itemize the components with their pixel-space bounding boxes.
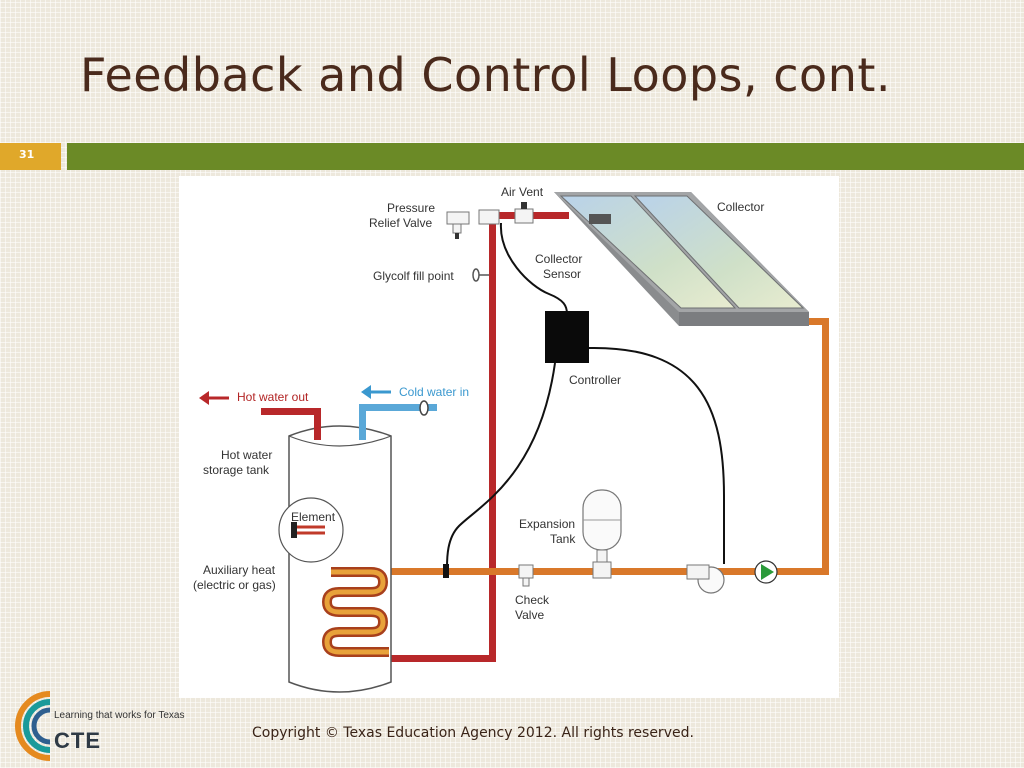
auxiliary-heat-label-1: Auxiliary heat: [203, 563, 276, 577]
slide-number: 31: [0, 143, 61, 170]
cold-water-in-arrow: [361, 385, 391, 399]
check-valve-label-2: Valve: [515, 608, 544, 622]
pressure-relief-label-1: Pressure: [387, 201, 435, 215]
pressure-relief-label-2: Relief Valve: [369, 216, 432, 230]
slide-title: Feedback and Control Loops, cont.: [80, 48, 892, 102]
expansion-tank-label-2: Tank: [550, 532, 576, 546]
cold-water-in-label: Cold water in: [399, 385, 469, 399]
check-valve: [518, 564, 534, 587]
collector-panel: [554, 192, 809, 326]
copyright-footer: Copyright © Texas Education Agency 2012.…: [252, 725, 694, 741]
storage-tank-label-2: storage tank: [203, 463, 270, 477]
pump-icon: [754, 560, 778, 584]
hot-water-out-arrow: [199, 391, 229, 405]
cold-water-in-pipe: [359, 400, 437, 440]
tank-sensor: [443, 564, 449, 578]
hot-water-out-pipe: [261, 408, 321, 440]
collector-label: Collector: [717, 200, 764, 214]
return-pipe: [331, 318, 829, 575]
check-valve-label-1: Check: [515, 593, 550, 607]
collector-sensor-label-1: Collector: [535, 252, 582, 266]
expansion-tank: [582, 489, 622, 579]
solar-water-heater-diagram: Air Vent Pressure Relief Valve Collector…: [179, 176, 839, 698]
pump-housing: [686, 564, 725, 594]
tank-sensor-wire: [446, 362, 556, 569]
controller-label: Controller: [569, 373, 621, 387]
collector-sensor: [589, 214, 611, 224]
pressure-relief-valve: [446, 209, 500, 239]
auxiliary-heat-label-2: (electric or gas): [193, 578, 276, 592]
heating-element: [278, 497, 344, 563]
heat-exchanger-coil: [321, 567, 389, 657]
glycol-fill-label: Glycolf fill point: [373, 269, 454, 283]
pump-wire: [588, 346, 725, 564]
collector-sensor-label-2: Sensor: [543, 267, 581, 281]
controller-box: [545, 311, 589, 363]
expansion-tank-label-1: Expansion: [519, 517, 575, 531]
storage-tank: [288, 425, 392, 693]
air-vent: [514, 202, 534, 224]
hot-water-out-label: Hot water out: [237, 390, 309, 404]
logo-text: CTE: [54, 728, 101, 753]
cte-logo: [15, 691, 51, 761]
element-label: Element: [291, 510, 336, 524]
air-vent-label: Air Vent: [501, 185, 544, 199]
logo-tagline: Learning that works for Texas: [54, 710, 185, 721]
title-divider-bar: [67, 143, 1024, 170]
sensor-wire: [499, 222, 568, 315]
glycol-fill-point: [472, 268, 489, 282]
storage-tank-label-1: Hot water: [221, 448, 272, 462]
